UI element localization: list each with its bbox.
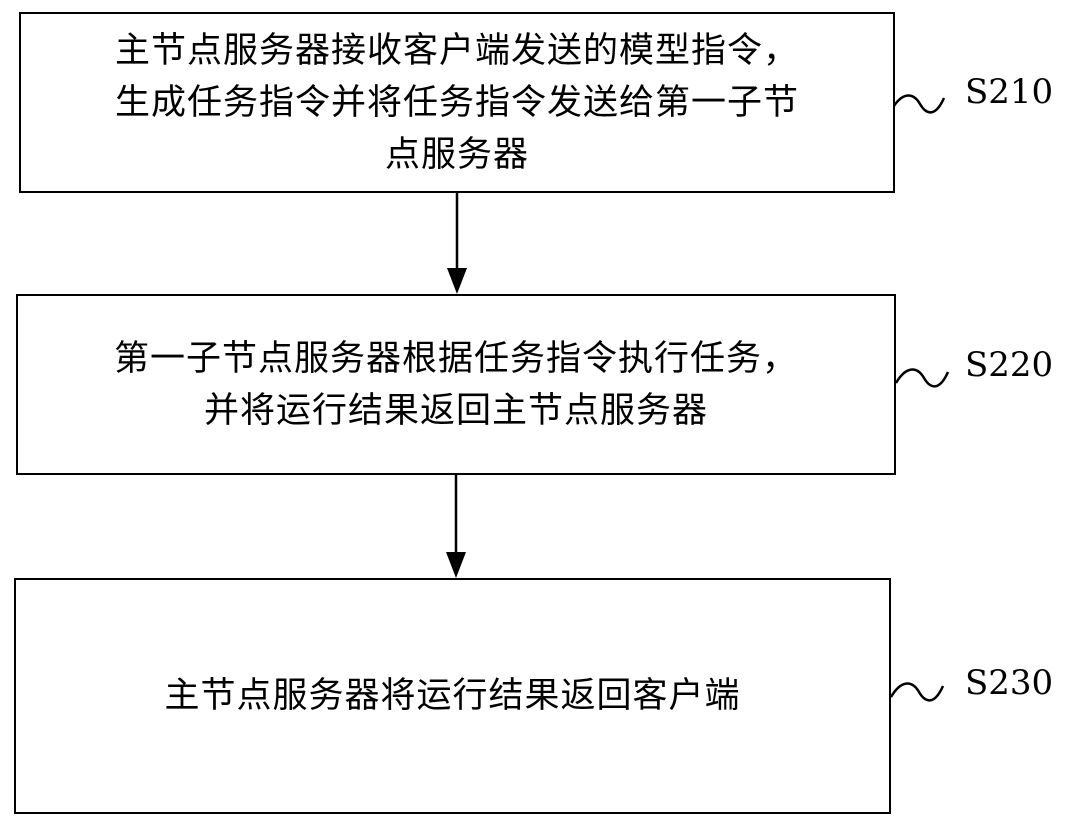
tilde-leader-s210 — [890, 94, 946, 114]
step-box-s230: 主节点服务器将运行结果返回客户端 — [14, 578, 891, 814]
arrow-s210-to-s220 — [447, 193, 467, 294]
step-text-s210: 主节点服务器接收客户端发送的模型指令， 生成任务指令并将任务指令发送给第一子节 … — [115, 25, 799, 181]
arrow-s220-to-s230 — [446, 475, 466, 578]
tilde-leader-s230 — [889, 682, 945, 702]
step-text-s230: 主节点服务器将运行结果返回客户端 — [164, 670, 740, 722]
step-s210-line-2: 生成任务指令并将任务指令发送给第一子节 — [114, 82, 799, 123]
step-label-s210: S210 — [965, 72, 1054, 112]
step-label-s230: S230 — [965, 663, 1054, 703]
step-box-s220: 第一子节点服务器根据任务指令执行任务， 并将运行结果返回主节点服务器 — [16, 294, 896, 475]
step-text-s220: 第一子节点服务器根据任务指令执行任务， 并将运行结果返回主节点服务器 — [114, 333, 798, 437]
step-box-s210: 主节点服务器接收客户端发送的模型指令， 生成任务指令并将任务指令发送给第一子节 … — [19, 12, 895, 193]
step-s220-line-1: 第一子节点服务器根据任务指令执行任务， — [113, 338, 798, 379]
step-label-s220: S220 — [965, 345, 1054, 385]
step-s220-line-2: 并将运行结果返回主节点服务器 — [203, 390, 708, 431]
step-s230-line-1: 主节点服务器将运行结果返回客户端 — [164, 676, 741, 716]
step-s210-line-3: 点服务器 — [384, 134, 529, 175]
step-s210-line-1: 主节点服务器接收客户端发送的模型指令， — [114, 30, 799, 71]
tilde-leader-s220 — [894, 368, 950, 388]
